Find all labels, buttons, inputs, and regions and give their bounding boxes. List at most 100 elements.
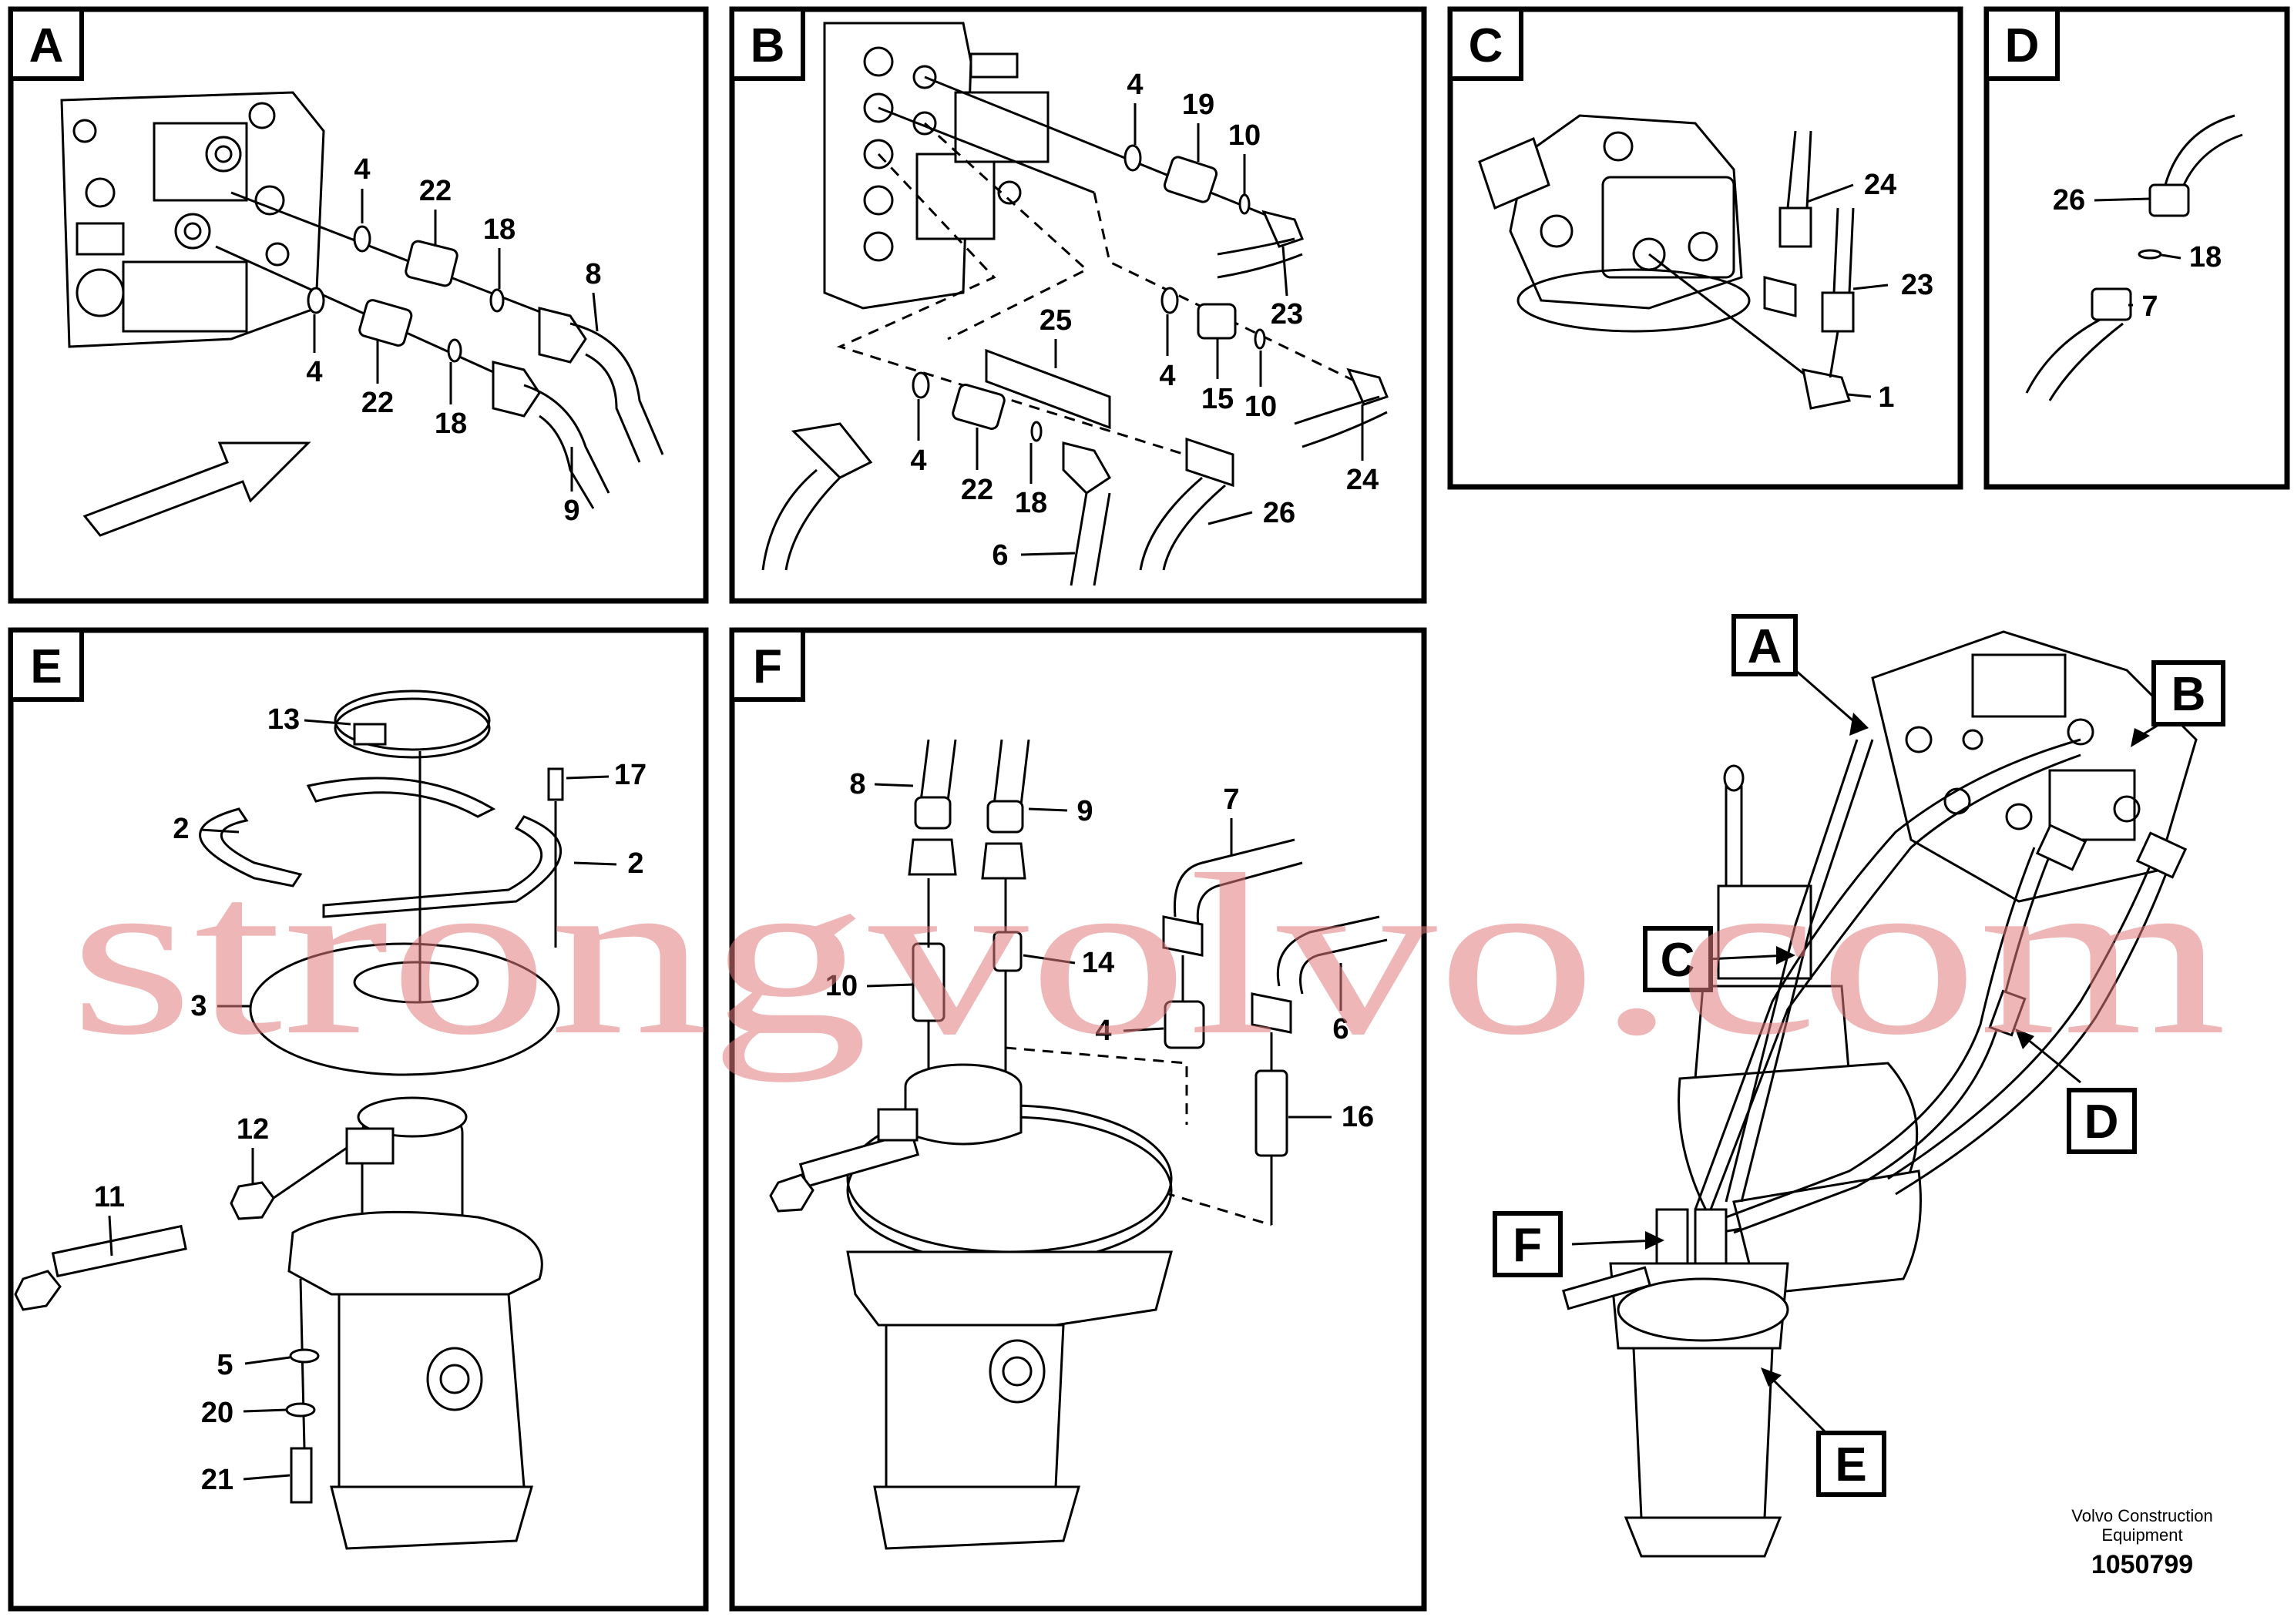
callout: 9 (563, 495, 579, 527)
callout: 7 (2141, 290, 2158, 323)
washer-20 (285, 1402, 316, 1418)
callout: 4 (354, 153, 370, 186)
plate-3 (249, 942, 560, 1076)
panel-f-label: F (753, 640, 782, 693)
port-block (345, 1127, 395, 1165)
brand-line-2: Equipment (2101, 1525, 2182, 1545)
swivel-joint-body (287, 1096, 543, 1550)
union-14 (992, 931, 1023, 972)
callout: 6 (1332, 1013, 1349, 1045)
callout: 23 (1271, 298, 1303, 331)
panel-e-label: E (30, 640, 62, 693)
o-ring-4-b2 (1160, 287, 1179, 314)
panel-a: A 4 (8, 6, 709, 604)
o-ring-18-upper (489, 288, 505, 313)
callout: 10 (1244, 391, 1277, 423)
bolt-21 (290, 1447, 313, 1504)
o-ring-10-b1 (1238, 193, 1251, 215)
elbow-6 (1062, 441, 1111, 495)
union-16 (1254, 1069, 1288, 1157)
assembly-overview: A B C D F E (1493, 614, 2225, 1558)
callout: 22 (361, 387, 394, 419)
callout: 14 (1082, 947, 1114, 979)
callout: 25 (1040, 304, 1072, 337)
callout: 9 (1076, 795, 1093, 827)
panel-b-frame (729, 6, 1427, 604)
callout: 12 (237, 1113, 269, 1146)
overview-tag-c-label: C (1661, 934, 1695, 987)
elbow-left (1763, 276, 1797, 317)
o-ring-4-lower (307, 287, 325, 314)
callout: 3 (190, 990, 207, 1022)
shim-2-right (322, 815, 562, 918)
callout: 5 (217, 1349, 233, 1381)
union-22-upper (405, 240, 458, 287)
panel-a-frame (8, 6, 709, 604)
control-valve-block (60, 91, 325, 348)
callout: 4 (1095, 1015, 1111, 1047)
watermark: strongvolvo.com (69, 827, 2227, 1083)
hose-fitting-7 (1162, 915, 1204, 957)
shim-2-left (199, 807, 303, 887)
elbow-26 (1185, 437, 1234, 488)
overview-tag-e-label: E (1835, 1438, 1866, 1491)
hose-fitting-8 (914, 796, 952, 830)
callout: 23 (1901, 269, 1933, 301)
hose-fitting-24 (1778, 206, 1812, 248)
callout: 1 (1878, 381, 1894, 414)
bolt-11-head (14, 1270, 62, 1311)
panel-b-callouts: 4 19 10 23 25 4 15 10 24 4 22 18 6 (910, 69, 1379, 572)
callout: 10 (1228, 119, 1261, 152)
overview-tag-f-label: F (1513, 1219, 1542, 1272)
union-4-f (1164, 1000, 1205, 1049)
overview-tag-e (1816, 1431, 1886, 1497)
callout: 13 (267, 703, 300, 736)
panel-f-tag (730, 628, 805, 702)
callout: 18 (483, 213, 516, 246)
document-number: 1050799 (2091, 1550, 2193, 1579)
panel-c-label: C (1469, 19, 1503, 72)
port-block-f (877, 1108, 919, 1142)
panel-e-callouts: 13 17 2 2 3 12 11 5 20 21 (94, 703, 647, 1496)
elbow-24 (1346, 367, 1389, 406)
panel-a-callouts: 4 22 18 8 4 22 18 9 (306, 153, 601, 527)
elbow-23 (1261, 210, 1304, 248)
hose-fitting-23 (1821, 291, 1855, 333)
bolt-f (798, 1131, 920, 1188)
callout: 11 (94, 1181, 125, 1213)
hose-end-8 (538, 307, 587, 364)
o-ring-18-d (2138, 249, 2162, 260)
callout: 16 (1342, 1101, 1374, 1133)
callout: 2 (173, 813, 189, 845)
callout: 22 (961, 474, 993, 506)
callout: 24 (1346, 464, 1379, 496)
brand-line-1: Volvo Construction (2071, 1506, 2212, 1525)
callout: 7 (1223, 783, 1239, 816)
callout: 4 (1159, 360, 1175, 392)
panel-b: B (729, 6, 1427, 604)
overview-tag-b-label: B (2171, 668, 2206, 721)
panel-d-tag (1984, 7, 2060, 81)
bolt-11 (51, 1224, 187, 1278)
panel-e-tag (8, 628, 84, 702)
callout: 8 (849, 768, 865, 800)
clamp-screw (353, 723, 387, 746)
bolt-17 (547, 767, 564, 801)
callout: 6 (992, 539, 1008, 572)
panel-d-callouts: 26 18 7 (2053, 184, 2222, 323)
callout: 18 (1015, 487, 1047, 519)
hose-end-9 (492, 361, 541, 418)
overview-tag-a-label: A (1748, 620, 1782, 673)
union-15 (1197, 303, 1237, 340)
panel-e-frame (8, 627, 709, 1612)
view-direction-arrow (82, 441, 311, 537)
panel-c: C 24 23 1 (1447, 6, 1963, 490)
overview-tag-b (2151, 660, 2225, 726)
panel-d-label: D (2005, 19, 2040, 72)
hose-fitting-7 (2091, 287, 2132, 321)
callout: 15 (1201, 383, 1234, 415)
panel-d-frame (1983, 6, 2290, 490)
panel-c-tag (1448, 7, 1523, 81)
callout: 4 (1127, 69, 1143, 101)
